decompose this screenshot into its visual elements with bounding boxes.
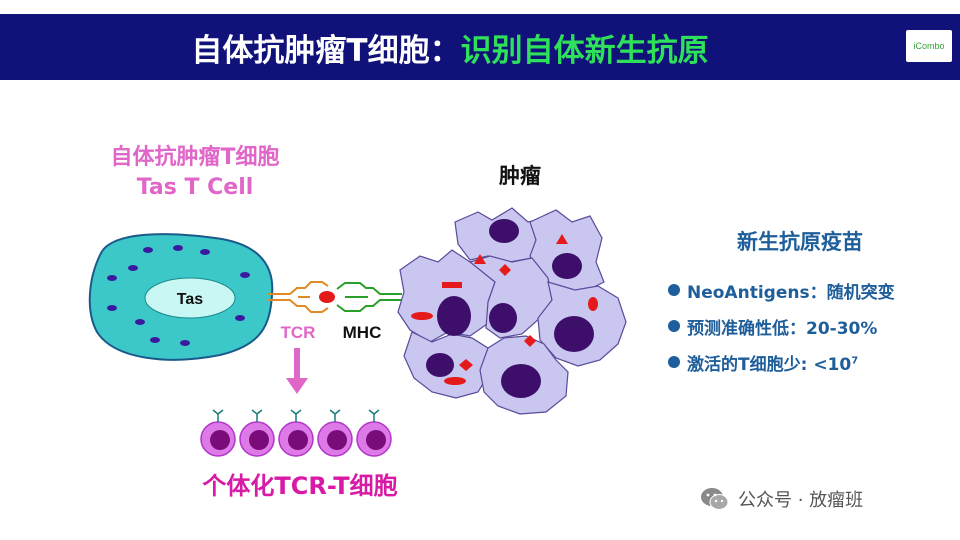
granule: [143, 247, 153, 253]
bullet-text: 预测准确性低：20-30%: [687, 318, 878, 339]
cell-title: 自体抗肿瘤T细胞 Tas T Cell: [60, 143, 330, 203]
tumor-nucleus: [552, 253, 582, 279]
mhc-label: MHC: [343, 323, 382, 342]
antigen-bar: [442, 282, 462, 288]
tcr-t-cell: [317, 409, 353, 457]
mhc-strand-top: [336, 282, 402, 295]
tcr-t-label: 个体化TCR-T细胞: [202, 472, 398, 500]
title-part-2: 识别自体新生抗原: [460, 32, 709, 69]
cell-title-en: Tas T Cell: [136, 175, 254, 200]
down-arrow-icon: [286, 348, 308, 394]
mhc-molecule: [336, 282, 402, 312]
bullet-text-main: 激活的T细胞少: <10: [687, 354, 852, 375]
tumor-cell: [529, 209, 605, 295]
bullet-text: 激活的T细胞少: <107: [687, 350, 858, 375]
bullet-dot-icon: [668, 356, 680, 368]
tcr-t-cells: [200, 409, 392, 457]
tumor-label: 肿瘤: [499, 164, 541, 188]
tumor-nucleus: [426, 353, 454, 377]
antigen-peptide: [319, 291, 335, 303]
granule: [235, 315, 245, 321]
antigen-oval: [444, 377, 466, 385]
antigen-diamond: [524, 335, 536, 347]
tumor-nucleus: [554, 316, 594, 352]
title-bar: 自体抗肿瘤T细胞：识别自体新生抗原 iCombo: [0, 14, 960, 80]
logo: iCombo: [906, 30, 952, 62]
vaccine-bullet-list: NeoAntigens：随机突变 预测准确性低：20-30% 激活的T细胞少: …: [668, 272, 958, 380]
antigen-oval: [588, 297, 598, 311]
antigen-triangle: [474, 254, 486, 264]
granule: [150, 337, 160, 343]
logo-text: iCombo: [913, 41, 945, 51]
vaccine-bullet: 激活的T细胞少: <107: [668, 344, 958, 380]
granule: [240, 272, 250, 278]
granule: [200, 249, 210, 255]
t-cell-nucleus: [144, 277, 236, 319]
tumor-nuclei: [426, 219, 594, 398]
bullet-dot-icon: [668, 284, 680, 296]
tcr-t-cell: [356, 409, 392, 457]
bullet-dot-icon: [668, 320, 680, 332]
tcr-t-cell: [239, 409, 275, 457]
granule: [135, 319, 145, 325]
tcr-t-cell: [200, 409, 236, 457]
granule: [173, 245, 183, 251]
title-part-1: 自体抗肿瘤T细胞：: [191, 32, 461, 69]
watermark: 公众号 · 放瘤班: [700, 486, 940, 512]
tumor-nucleus: [489, 303, 517, 333]
tumor-nucleus: [437, 296, 471, 336]
tcr-label: TCR: [281, 323, 316, 342]
antigen-triangle: [556, 234, 568, 244]
tcr-strand-bottom: [268, 299, 329, 313]
tcr-t-cell: [278, 409, 314, 457]
page-title: 自体抗肿瘤T细胞：识别自体新生抗原: [0, 14, 900, 80]
granule: [180, 340, 190, 346]
tumor-nucleus: [501, 364, 541, 398]
vaccine-bullet: NeoAntigens：随机突变: [668, 272, 958, 308]
cell-title-cn: 自体抗肿瘤T细胞: [110, 145, 280, 170]
tumor-antigens: [411, 234, 598, 385]
wechat-icon: [701, 488, 729, 510]
mhc-strand-bottom: [336, 299, 402, 312]
bullet-superscript: 7: [851, 354, 859, 366]
watermark-text: 公众号 · 放瘤班: [738, 490, 864, 511]
vaccine-bullet: 预测准确性低：20-30%: [668, 308, 958, 344]
tcr-receptor: [268, 281, 329, 313]
antigen-oval: [411, 312, 433, 320]
antigen-diamond: [499, 264, 511, 276]
granule: [107, 275, 117, 281]
tumor-nucleus: [489, 219, 519, 243]
cell-granules: [107, 245, 250, 346]
vaccine-title: 新生抗原疫苗: [737, 230, 863, 254]
antigen-diamond: [459, 359, 473, 371]
granule: [128, 265, 138, 271]
bullet-text: NeoAntigens：随机突变: [687, 282, 895, 303]
tcr-strand-top: [268, 281, 329, 295]
granule: [107, 305, 117, 311]
nucleus-label: Tas: [177, 291, 203, 308]
